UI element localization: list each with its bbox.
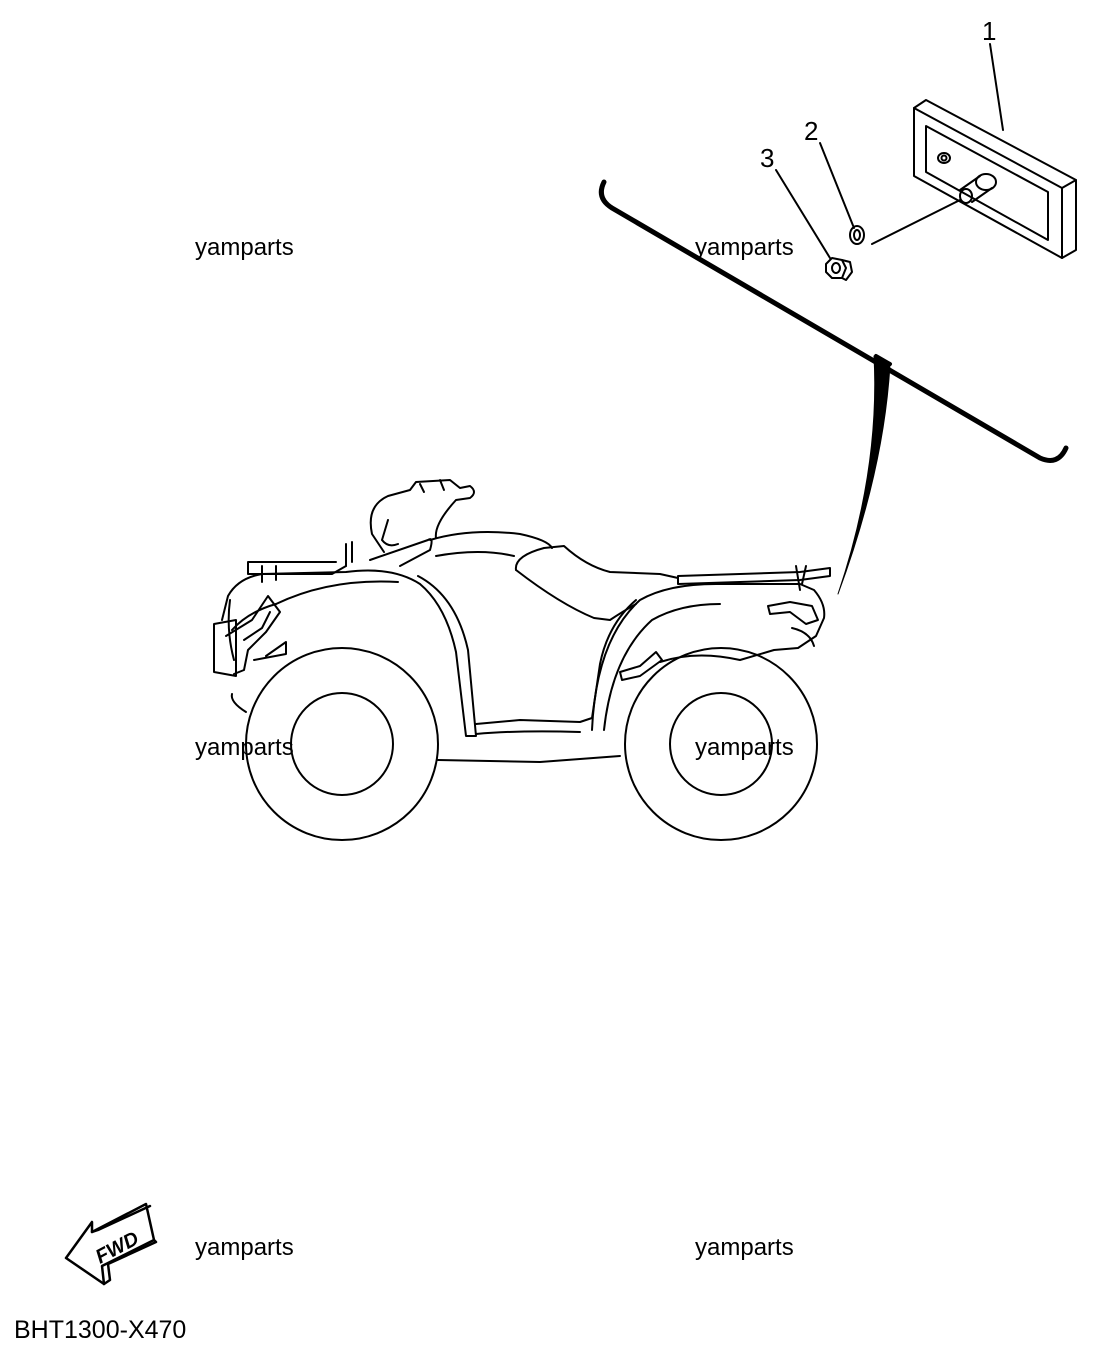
callout-2: 2 [804,116,819,146]
leader-3 [775,169,831,259]
leader-2 [819,142,855,229]
watermark: yamparts [195,1234,294,1261]
fwd-label: FWD [92,1228,143,1269]
assembly-line [871,199,961,245]
leader-1 [989,43,1004,131]
fwd-arrow-icon [64,1202,158,1286]
diagram-code: BHT1300-X470 [14,1316,187,1344]
nut-part-3 [825,257,853,281]
reflector-part-1 [913,99,1077,259]
watermark: yamparts [695,234,794,261]
atv-illustration [213,479,831,841]
detail-bracket [598,179,1069,595]
watermark: yamparts [695,1234,794,1261]
watermark: yamparts [195,734,294,761]
watermark: yamparts [695,734,794,761]
callout-3: 3 [760,143,775,173]
watermark: yamparts [195,234,294,261]
callout-1: 1 [982,16,997,46]
washer-part-2 [849,225,865,245]
